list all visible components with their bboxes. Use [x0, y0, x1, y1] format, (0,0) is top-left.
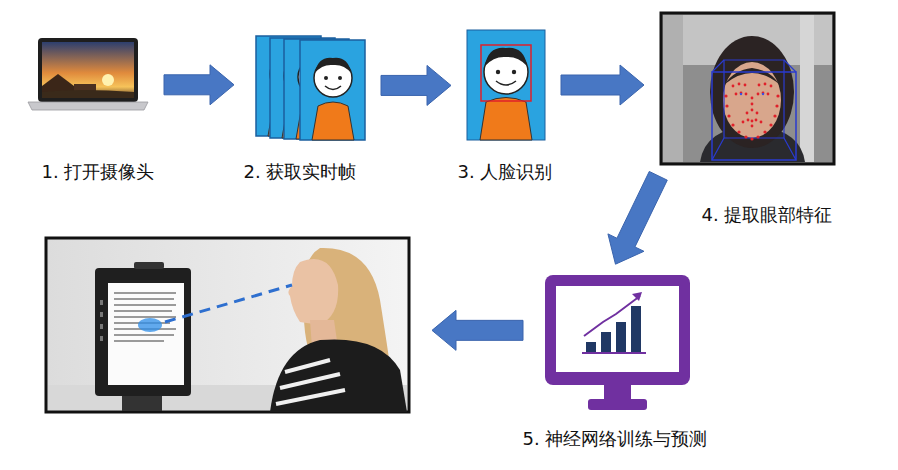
process-step: 3. 人脸识别 — [467, 30, 545, 140]
step-label: 1. 打开摄像头 — [42, 161, 155, 183]
block-arrow — [164, 65, 234, 105]
step-label: 4. 提取眼部特征 — [702, 204, 833, 226]
block-arrow — [608, 171, 667, 264]
process-step — [45, 237, 410, 413]
step-label: 5. 神经网络训练与预测 — [523, 428, 708, 450]
block-arrow — [561, 65, 644, 105]
landmark-photo — [661, 13, 834, 164]
step-label: 3. 人脸识别 — [458, 161, 553, 183]
process-step: 5. 神经网络训练与预测 — [545, 275, 690, 410]
process-step: 2. 获取实时帧 — [250, 33, 365, 140]
step-label: 2. 获取实时帧 — [244, 161, 357, 183]
process-step: 4. 提取眼部特征 — [660, 12, 835, 165]
eye-tracking-photo — [46, 238, 409, 412]
block-arrow — [432, 310, 523, 350]
block-arrow — [381, 65, 451, 105]
laptop-illustration — [28, 38, 148, 110]
face-detection-illustration — [467, 30, 545, 140]
monitor-chart-icon — [545, 275, 690, 410]
frames-illustration — [256, 36, 365, 140]
process-step: 1. 打开摄像头 — [28, 38, 148, 110]
